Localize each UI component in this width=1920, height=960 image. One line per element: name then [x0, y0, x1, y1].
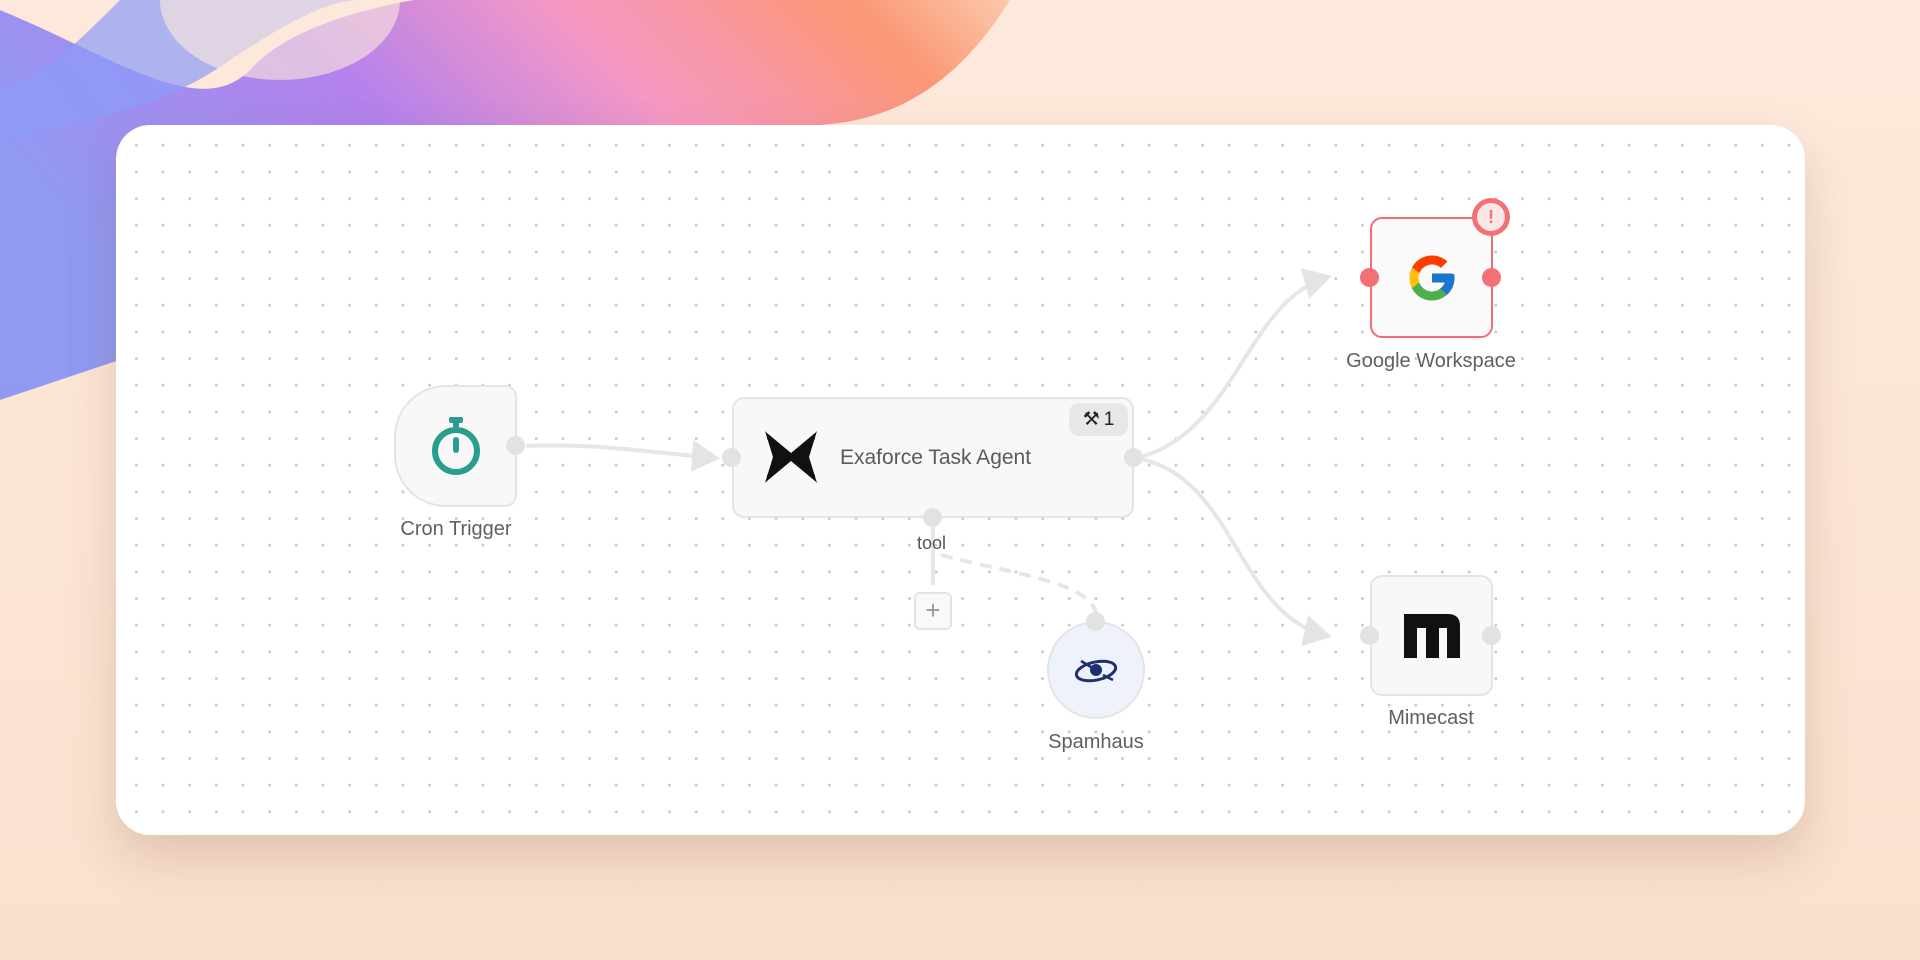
edge-tool-to-spamhaus [940, 553, 1099, 621]
agent-tool-handle[interactable] [923, 508, 942, 527]
edge-agent-to-mimecast [1135, 456, 1332, 647]
mimecast-logo-icon [1403, 613, 1460, 658]
mimecast-input-handle[interactable] [1360, 626, 1379, 645]
spamhaus-node[interactable] [1047, 621, 1145, 719]
agent-title: Exaforce Task Agent [840, 446, 1032, 469]
error-badge[interactable]: ! [1472, 198, 1510, 236]
error-icon: ! [1476, 202, 1506, 232]
agent-output-handle[interactable] [1124, 448, 1143, 467]
google-input-handle[interactable] [1360, 268, 1379, 287]
hammer-wrench-icon: ⚒ [1082, 409, 1100, 430]
tool-port-label: tool [917, 533, 947, 553]
cron-trigger-node[interactable] [394, 385, 517, 507]
mimecast-label: Mimecast [1388, 707, 1474, 729]
spamhaus-label: Spamhaus [1048, 731, 1144, 753]
add-tool-button[interactable]: + [914, 592, 952, 630]
exaforce-logo-icon [763, 429, 819, 485]
cron-output-handle[interactable] [506, 436, 525, 455]
tool-count-badge[interactable]: ⚒ 1 [1069, 403, 1128, 436]
spamhaus-input-handle[interactable] [1086, 612, 1105, 631]
mimecast-output-handle[interactable] [1482, 626, 1501, 645]
edge-cron-to-agent [525, 440, 720, 472]
tool-count: 1 [1103, 408, 1115, 430]
workflow-edges [525, 268, 1332, 647]
workflow-canvas[interactable]: Cron Trigger Exaforce Task Agent ⚒ 1 too… [116, 125, 1805, 835]
google-g-icon [1405, 251, 1459, 305]
cron-trigger-label: Cron Trigger [400, 518, 512, 540]
stopwatch-icon [428, 415, 484, 477]
google-workspace-label: Google Workspace [1346, 350, 1516, 372]
edge-agent-to-google [1135, 268, 1332, 460]
spamhaus-logo-icon [1073, 655, 1119, 685]
agent-input-handle[interactable] [722, 448, 741, 467]
mimecast-node[interactable] [1370, 575, 1493, 696]
google-output-handle[interactable] [1482, 268, 1501, 287]
google-workspace-node[interactable] [1370, 217, 1493, 338]
